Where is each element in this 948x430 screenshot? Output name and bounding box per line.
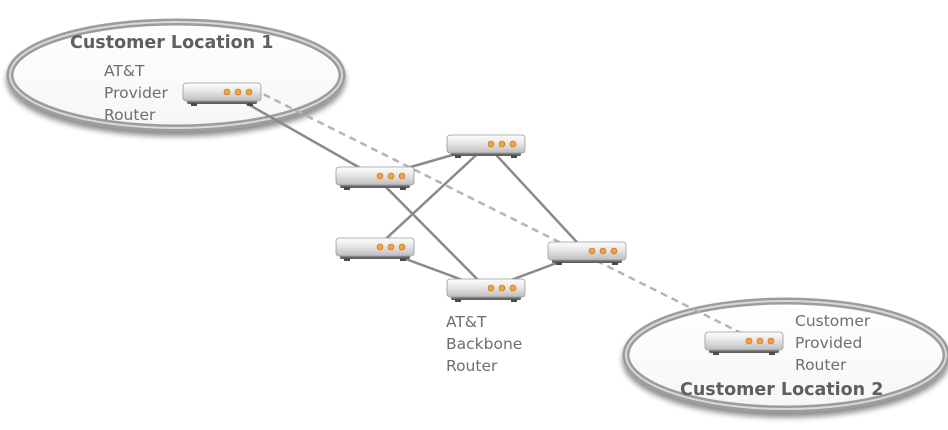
backbone-router-2-led-1: [487, 140, 495, 148]
location-1-boundary: [6, 18, 346, 132]
backbone-router-3-led-2: [387, 243, 395, 251]
customer-router-led-1: [745, 337, 753, 345]
link-provider-router-to-backbone-router-1: [238, 97, 377, 179]
network-links: [238, 87, 752, 340]
provider-router-icon: [182, 82, 262, 106]
backbone-router-3-icon: [335, 237, 415, 261]
routers: [182, 82, 784, 355]
backbone-router-1-led-1: [376, 172, 384, 180]
provider-router-led-3: [245, 88, 253, 96]
backbone-router-4-led-3: [509, 284, 517, 292]
provider-router-led-1: [223, 88, 231, 96]
backbone-router-1-icon: [335, 166, 415, 190]
backbone-router-4-led-2: [498, 284, 506, 292]
customer-router-icon: [704, 331, 784, 355]
customer-router-led-3: [767, 337, 775, 345]
backbone-router-5-icon: [547, 241, 627, 265]
link-backbone-router-3-to-backbone-router-2: [375, 144, 488, 249]
backbone-router-5-led-3: [610, 247, 618, 255]
provider-router-led-2: [234, 88, 242, 96]
backbone-router-3-led-3: [398, 243, 406, 251]
backbone-router-2-led-3: [509, 140, 517, 148]
provider-router-label-line-1: AT&T: [104, 62, 145, 80]
backbone-router-5-led-2: [599, 247, 607, 255]
backbone-router-label-line-1: AT&T: [446, 313, 487, 331]
backbone-router-label-line-3: Router: [446, 357, 498, 375]
customer-router-label-line-1: Customer: [795, 312, 871, 330]
backbone-router-1-led-2: [387, 172, 395, 180]
backbone-router-1-led-3: [398, 172, 406, 180]
backbone-router-2-led-2: [498, 140, 506, 148]
provider-router-label-line-2: Provider: [104, 84, 168, 102]
link-backbone-router-2-to-backbone-router-5: [486, 144, 587, 253]
backbone-router-3-led-1: [376, 243, 384, 251]
backbone-router-4-icon: [446, 278, 526, 302]
customer-router-led-2: [756, 337, 764, 345]
link-backbone-router-1-to-backbone-router-4: [375, 176, 488, 290]
backbone-router-2-icon: [446, 134, 526, 158]
provider-router-label-line-3: Router: [104, 106, 156, 124]
location-2-boundary: [622, 297, 948, 413]
backbone-router-label-line-2: Backbone: [446, 335, 523, 353]
location-2-title: Customer Location 2: [680, 380, 884, 400]
backbone-router-5-led-1: [588, 247, 596, 255]
backbone-router-4-led-1: [487, 284, 495, 292]
location-1-title: Customer Location 1: [70, 33, 274, 53]
customer-router-label-line-2: Provided: [795, 334, 863, 352]
customer-router-label-line-3: Router: [795, 356, 847, 374]
link-provider-router-to-customer-router: [252, 87, 752, 340]
